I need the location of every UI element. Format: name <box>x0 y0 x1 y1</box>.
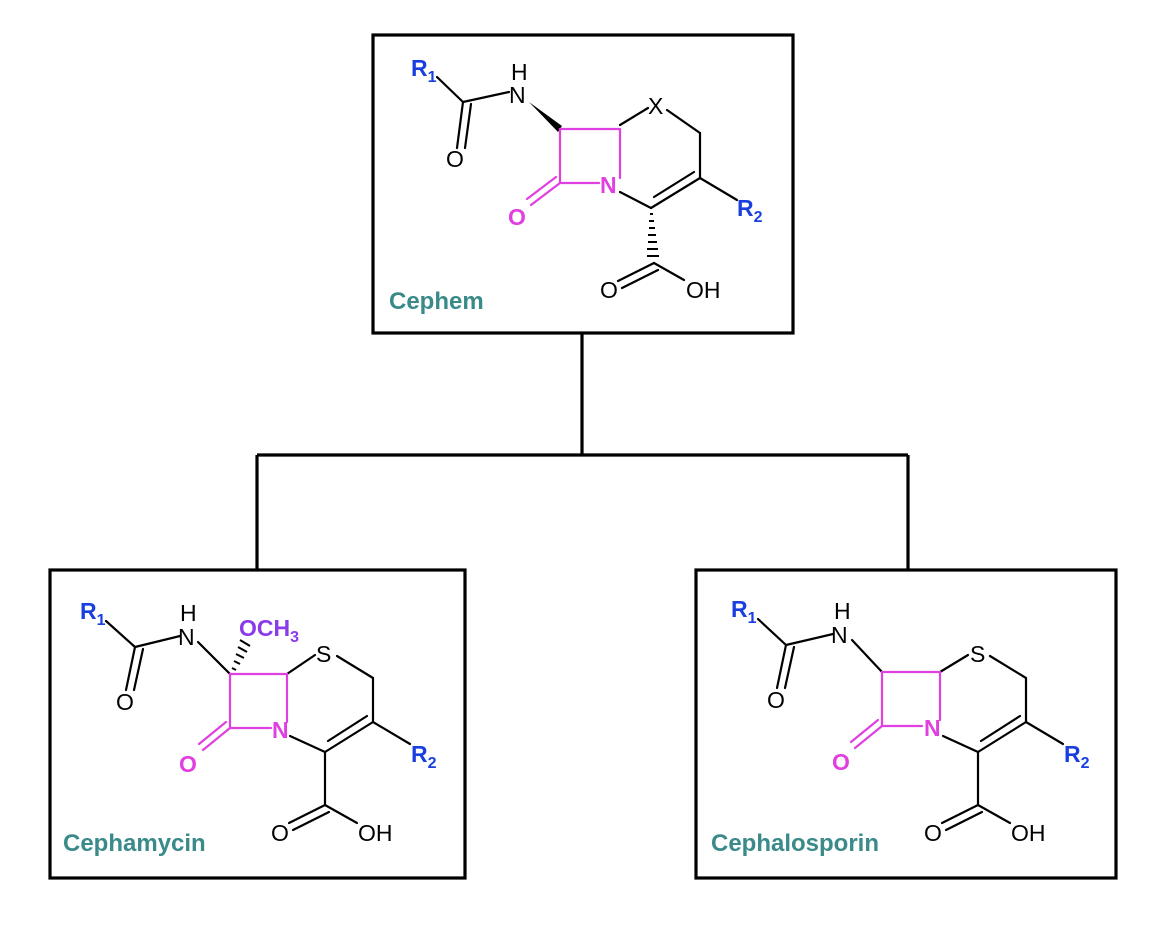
cephem-amide-o-label: O <box>446 146 464 172</box>
cephem-box <box>371 33 795 335</box>
cephem-r1-label: R1 <box>411 55 437 86</box>
cephem-nh-n-label: N <box>509 82 526 108</box>
cephalosporin-r2-label: R2 <box>1064 741 1090 772</box>
cephamycin-nh-h-label: H <box>180 600 197 626</box>
cephamycin-box <box>48 568 467 880</box>
cephalosporin-nh-h-label: H <box>834 598 851 624</box>
cephalosporin-amide-o-label: O <box>767 687 785 713</box>
cephalosporin-acid-oh-label: OH <box>1011 820 1046 846</box>
cephem-bonds <box>435 75 739 290</box>
cephalosporin-lactam-o-label: O <box>832 749 850 775</box>
cephamycin-acid-o-label: O <box>271 820 289 846</box>
cephamycin-acid-oh-label: OH <box>358 820 393 846</box>
cephamycin-beta-lactam-ring <box>197 672 289 752</box>
cephem-lactam-o-label: O <box>508 204 526 230</box>
cephalosporin-name: Cephalosporin <box>711 830 879 857</box>
cephamycin-panel: R1 H N O OCH3 S N O R2 O OH Cephamycin <box>48 568 467 880</box>
cephem-name: Cephem <box>389 288 484 315</box>
cephalosporin-r1-label: R1 <box>731 596 757 627</box>
cephem-panel: R1 H N O X N O R2 O OH Cephem <box>371 33 795 335</box>
cephamycin-bonds <box>104 619 412 832</box>
cephem-ring-x-label: X <box>648 93 663 119</box>
cephem-acid-oh-label: OH <box>686 277 721 303</box>
cephalosporin-box <box>694 568 1118 880</box>
cephem-nh-h-label: H <box>511 59 528 85</box>
cephamycin-r2-label: R2 <box>411 741 437 772</box>
cephamycin-amide-o-label: O <box>116 689 134 715</box>
cephalosporin-ring-s-label: S <box>970 641 985 667</box>
cephamycin-r1-label: R1 <box>80 598 106 629</box>
cephem-lactam-n-label: N <box>600 172 617 198</box>
cephamycin-ring-s-label: S <box>316 641 331 667</box>
cephamycin-nh-n-label: N <box>178 624 195 650</box>
cephem-acid-o-label: O <box>600 277 618 303</box>
cephalosporin-nh-n-label: N <box>831 622 848 648</box>
cephalosporin-lactam-n-label: N <box>924 715 941 741</box>
cephamycin-lactam-n-label: N <box>272 717 289 743</box>
hierarchy-connectors <box>255 333 910 570</box>
cephalosporin-beta-lactam-ring <box>849 670 942 750</box>
cephalosporin-bonds <box>756 617 1065 832</box>
cephamycin-methoxy-label: OCH3 <box>239 615 299 646</box>
cephem-r2-label: R2 <box>737 195 763 226</box>
cephalosporin-panel: R1 H N O S N O R2 O OH Cephalosporin <box>694 568 1118 880</box>
cephamycin-lactam-o-label: O <box>179 751 197 777</box>
cephalosporin-acid-o-label: O <box>924 820 942 846</box>
cephamycin-hashed-bond <box>231 639 251 671</box>
cephamycin-name: Cephamycin <box>63 830 206 857</box>
cephem-beta-lactam-ring <box>525 127 622 207</box>
